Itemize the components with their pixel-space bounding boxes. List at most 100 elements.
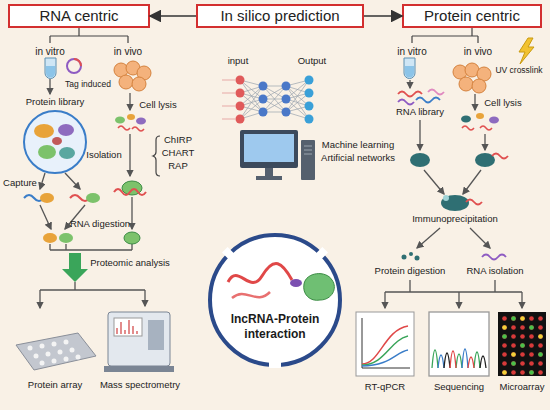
test-tube: [405, 66, 414, 78]
step-label: Sequencing: [434, 382, 484, 393]
flow-arrow: [40, 173, 45, 189]
test-tube: [404, 58, 415, 79]
digestion-product: [409, 252, 413, 256]
computer: [301, 140, 315, 180]
network-node: [236, 76, 314, 124]
protein: [59, 233, 73, 243]
box-title: In silico prediction: [220, 7, 339, 25]
protein-array: [28, 340, 81, 366]
flow-arrow: [131, 197, 132, 229]
network-node: [305, 89, 314, 98]
network-node: [305, 102, 314, 111]
bracket-line: [412, 28, 478, 43]
protein-array: [16, 333, 96, 370]
qpcr-chart: [362, 326, 408, 364]
microarray: [502, 316, 543, 375]
rna-protein-complex: [86, 193, 100, 203]
flow-arrow: [409, 80, 410, 88]
network-node: [282, 82, 291, 91]
protein-library: [52, 137, 62, 145]
step-label: in vitro: [397, 46, 426, 58]
antibody-protein: [410, 153, 508, 211]
interaction-illustration: [232, 292, 270, 298]
test-tube: [45, 58, 56, 79]
flow-arrow: [40, 205, 51, 229]
microarray: [529, 325, 534, 330]
step-label: Proteomic analysis: [90, 258, 170, 269]
qpcr-chart: [362, 318, 410, 368]
step-label: Mass spectrometry: [100, 380, 180, 391]
microarray: [538, 352, 543, 357]
network-node: [305, 76, 314, 124]
flow-arrow: [49, 79, 50, 94]
flow-arrow: [39, 290, 40, 308]
microarray: [529, 370, 534, 375]
rna-strand: [428, 90, 444, 95]
computer: [256, 176, 282, 180]
protein-library: [24, 111, 86, 173]
cell-lysate: [476, 113, 484, 119]
protein-array: [58, 350, 63, 355]
ring-gap: [269, 361, 281, 368]
network-node: [236, 115, 245, 124]
microarray: [498, 312, 546, 377]
microarray: [500, 314, 545, 377]
cell-lysate: [127, 114, 135, 120]
rna-strand: [398, 92, 422, 97]
flow-arrow: [463, 170, 481, 194]
node-title: lncRNA-Protein interaction: [217, 312, 333, 342]
flow-arrow: [474, 94, 475, 110]
network-node: [259, 82, 291, 117]
step-label: RT-qPCR: [365, 382, 405, 393]
connector-arrow: [364, 15, 402, 17]
network-node: [236, 89, 245, 98]
step-label: CHART: [162, 148, 195, 159]
antibody-protein: [492, 154, 508, 159]
step-label: RNA isolation: [466, 266, 523, 277]
sequencing-chromatogram: [438, 349, 468, 368]
network-node: [236, 102, 245, 111]
interaction-illustration: [228, 264, 292, 283]
flow-arrow: [417, 228, 440, 248]
protein-array: [40, 344, 45, 349]
cell-lysate: [136, 118, 146, 125]
category-box: Protein centric: [402, 4, 542, 28]
sequencing-chromatogram: [432, 350, 480, 368]
flow-arrow: [419, 120, 420, 150]
interaction-illustration: [211, 236, 339, 364]
rna-protein-complex: [114, 189, 146, 195]
step-label: Microarray: [500, 382, 545, 393]
computer: [244, 134, 294, 162]
mass-spectrometer: [104, 366, 174, 372]
rna-strand: [416, 98, 440, 103]
protein-array: [16, 333, 96, 370]
flow-arrow: [385, 280, 522, 292]
protein-array: [70, 348, 75, 353]
protein-array: [64, 357, 69, 362]
protein-array: [52, 342, 57, 347]
protein: [124, 232, 140, 244]
rna-protein-complex: [40, 193, 54, 203]
step-label: Protein array: [28, 380, 82, 391]
mass-spectrometer: [104, 312, 174, 372]
box-title: Protein centric: [424, 7, 520, 25]
microarray: [538, 334, 543, 339]
step-label: RNA digestion: [70, 219, 130, 230]
antibody-protein: [443, 195, 449, 201]
network-node: [259, 95, 268, 104]
cell-cluster: [459, 77, 473, 91]
network-edge: [222, 80, 309, 119]
cell-cluster: [472, 79, 486, 93]
cell-lysate: [115, 114, 146, 131]
cell-lysate: [489, 117, 499, 124]
step-label: Machine learning: [322, 140, 394, 151]
microarray: [520, 343, 525, 348]
category-box: RNA centric: [8, 4, 150, 28]
protein-array: [34, 354, 39, 359]
cell-lysate: [461, 113, 499, 130]
interaction-illustration: [211, 236, 339, 364]
protein-array: [46, 352, 51, 357]
mass-spectrometer: [108, 312, 170, 366]
brace: [153, 136, 160, 176]
